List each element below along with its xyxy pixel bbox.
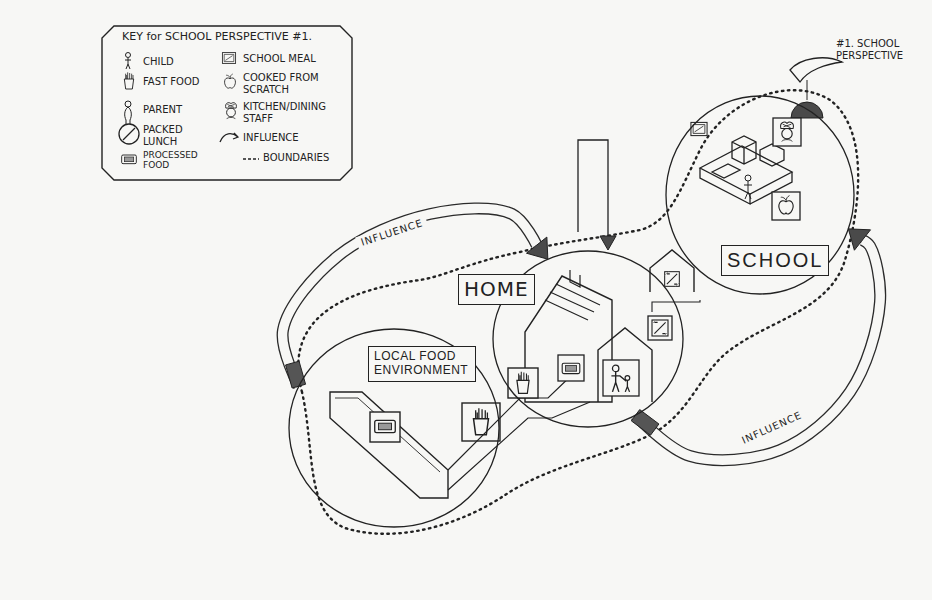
fast-food-icon bbox=[474, 408, 489, 435]
legend-text: PROCESSED FOOD bbox=[143, 150, 213, 171]
staff-figure bbox=[744, 175, 752, 199]
fast-food-icon bbox=[124, 72, 133, 89]
fast-food-icon bbox=[517, 372, 529, 394]
staff-icon bbox=[781, 122, 794, 141]
ribbon-edge bbox=[636, 240, 881, 460]
icon-frame bbox=[772, 192, 800, 220]
icon-frame bbox=[370, 412, 400, 442]
packed-lunch-icon bbox=[652, 320, 668, 336]
icon-frame bbox=[462, 403, 500, 441]
boundary-sample bbox=[243, 158, 259, 159]
icon-frame bbox=[648, 316, 672, 340]
roof-lines bbox=[545, 284, 600, 320]
scratch-icon bbox=[225, 74, 236, 88]
circle-line bbox=[666, 96, 854, 294]
chimney bbox=[570, 270, 580, 287]
legend-icons bbox=[119, 53, 259, 164]
edge-label: INFLUENCE bbox=[736, 407, 808, 449]
child-icon bbox=[125, 53, 131, 70]
legend-text: PACKED LUNCH bbox=[143, 124, 203, 147]
icon-frame bbox=[558, 355, 584, 381]
arrow-head bbox=[848, 229, 870, 250]
packed-lunch-icon bbox=[119, 124, 139, 144]
scratch-icon bbox=[779, 196, 793, 214]
legend-text: BOUNDARIES bbox=[263, 152, 329, 164]
legend-text: PARENT bbox=[143, 104, 182, 116]
ribbon-fill bbox=[283, 208, 537, 386]
place-label: HOME bbox=[458, 274, 535, 305]
legend-text: CHILD bbox=[143, 56, 174, 68]
legend-title: KEY for SCHOOL PERSPECTIVE #1. bbox=[122, 30, 312, 43]
boundary-dotted bbox=[298, 90, 858, 534]
legend-text: FAST FOOD bbox=[143, 76, 200, 88]
place-label: SCHOOL bbox=[721, 245, 829, 276]
influence-arrow bbox=[283, 208, 548, 388]
icon-frame bbox=[773, 118, 801, 146]
parent-child-icon bbox=[611, 365, 629, 392]
place-label: LOCAL FOOD ENVIRONMENT bbox=[368, 346, 476, 382]
place-circle: SCHOOL bbox=[665, 95, 855, 295]
circle-line bbox=[289, 329, 499, 527]
legend-frame bbox=[102, 26, 352, 180]
incoming-head bbox=[600, 236, 616, 250]
perspective-arc bbox=[790, 58, 842, 82]
parent-icon bbox=[125, 101, 132, 124]
shop-building bbox=[330, 392, 448, 498]
place-circle: LOCAL FOOD ENVIRONMENT bbox=[288, 328, 500, 528]
perspective-tick bbox=[807, 80, 808, 100]
arrow-head bbox=[526, 237, 547, 259]
staff-icon bbox=[226, 103, 237, 119]
arrow-tail bbox=[631, 410, 659, 436]
school-meal-icon bbox=[222, 53, 235, 64]
shop-edge bbox=[335, 398, 440, 472]
icon-frame bbox=[603, 360, 639, 396]
legend-text: KITCHEN/DINING STAFF bbox=[243, 101, 345, 124]
house bbox=[598, 328, 652, 402]
incoming-line bbox=[578, 140, 608, 236]
legend-text: SCHOOL MEAL bbox=[243, 53, 316, 65]
influence-arrow bbox=[631, 229, 880, 460]
legend-text: INFLUENCE bbox=[243, 132, 299, 144]
icon-frame bbox=[508, 368, 538, 398]
processed-food-icon bbox=[122, 155, 137, 164]
edge-label: INFLUENCE bbox=[355, 215, 428, 251]
ribbon-fill bbox=[636, 240, 881, 460]
small-house bbox=[650, 250, 694, 292]
processed-food-icon bbox=[562, 363, 580, 373]
influence-icon bbox=[220, 133, 238, 142]
perspective-label: #1. SCHOOL PERSPECTIVE bbox=[836, 38, 914, 62]
processed-food-icon bbox=[375, 420, 396, 432]
ribbon-edge bbox=[283, 208, 537, 386]
packed-lunch-icon bbox=[665, 272, 680, 287]
legend-text: COOKED FROM SCRATCH bbox=[243, 72, 335, 95]
place-circle: HOME bbox=[492, 250, 684, 428]
arrow-tail bbox=[286, 361, 306, 388]
